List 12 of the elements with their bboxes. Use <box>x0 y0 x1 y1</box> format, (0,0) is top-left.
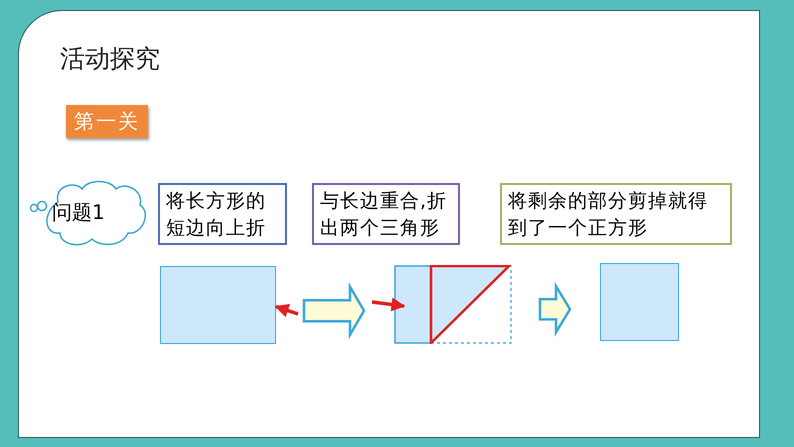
arrow <box>274 304 299 318</box>
arrow <box>372 298 406 312</box>
text-box: 将长方形的短边向上折 <box>158 183 287 245</box>
title: 活动探究 <box>60 43 160 75</box>
block-arrow <box>302 282 366 340</box>
rectangle-shape <box>600 263 679 341</box>
block-arrow <box>538 282 572 337</box>
rectangle-shape <box>160 266 276 344</box>
question-label: 问题1 <box>52 199 105 226</box>
text-box: 与长边重合,折出两个三角形 <box>312 183 460 245</box>
level-badge: 第一关 <box>66 105 148 138</box>
text-box: 将剩余的部分剪掉就得到了一个正方形 <box>500 183 732 245</box>
